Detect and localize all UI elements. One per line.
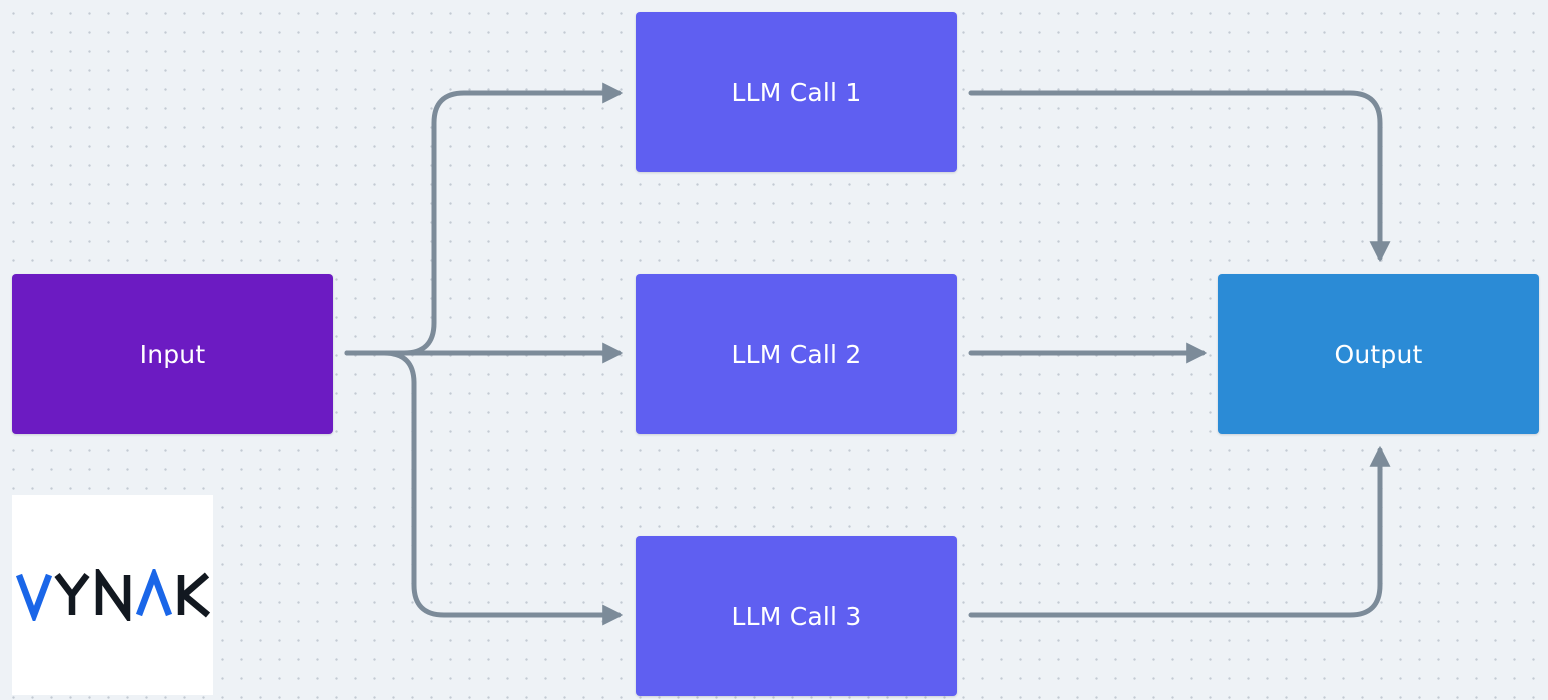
output-node-label: Output: [1334, 339, 1423, 369]
edge-input-to-llm3: [344, 350, 624, 626]
vynak-logo-mark: [15, 569, 210, 621]
llm-call-1-node[interactable]: LLM Call 1: [636, 12, 957, 172]
edge-input-to-llm1: [344, 82, 624, 356]
llm-call-1-label: LLM Call 1: [731, 77, 862, 107]
input-node[interactable]: Input: [12, 274, 333, 434]
input-node-label: Input: [139, 339, 206, 369]
llm-call-3-node[interactable]: LLM Call 3: [636, 536, 957, 696]
output-node[interactable]: Output: [1218, 274, 1539, 434]
llm-call-2-label: LLM Call 2: [731, 339, 862, 369]
edge-llm1-to-output: [968, 90, 1391, 263]
vynak-logo: [12, 495, 213, 695]
edge-llm3-to-output: [968, 445, 1391, 618]
llm-call-3-label: LLM Call 3: [731, 601, 862, 631]
llm-call-2-node[interactable]: LLM Call 2: [636, 274, 957, 434]
